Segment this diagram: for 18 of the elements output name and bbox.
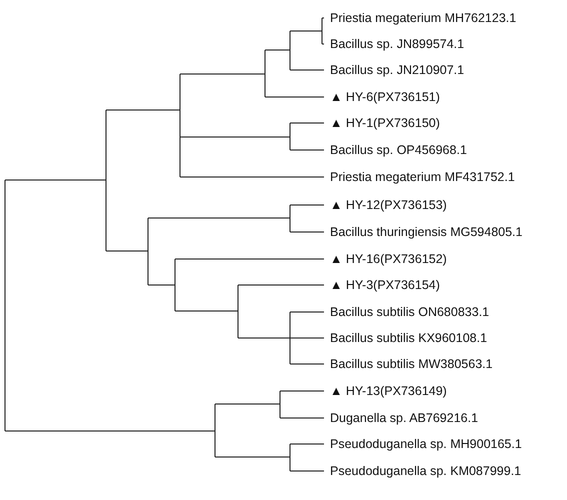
- taxon-label: ▲ HY-13(PX736149): [330, 384, 447, 398]
- taxon-label: Pseudoduganella sp. KM087999.1: [330, 464, 522, 478]
- taxon-label: Priestia megaterium MH762123.1: [330, 11, 516, 25]
- taxon-label: ▲ HY-6(PX736151): [330, 90, 440, 104]
- taxon-label: Duganella sp. AB769216.1: [330, 411, 478, 425]
- taxon-label: Bacillus sp. OP456968.1: [330, 143, 467, 157]
- taxon-label: Bacillus sp. JN899574.1: [330, 37, 464, 51]
- taxon-label: Bacillus subtilis ON680833.1: [330, 305, 490, 319]
- taxon-label: Bacillus subtilis MW380563.1: [330, 357, 493, 371]
- taxon-label: Bacillus sp. JN210907.1: [330, 63, 464, 77]
- taxon-label: ▲ HY-1(PX736150): [330, 116, 440, 130]
- taxon-label: ▲ HY-16(PX736152): [330, 252, 447, 266]
- taxon-label: Bacillus thuringiensis MG594805.1: [330, 225, 522, 239]
- taxon-label: Bacillus subtilis KX960108.1: [330, 331, 488, 345]
- taxon-label: Pseudoduganella sp. MH900165.1: [330, 437, 522, 451]
- taxon-label: ▲ HY-3(PX736154): [330, 278, 440, 292]
- taxon-label: ▲ HY-12(PX736153): [330, 198, 447, 212]
- taxon-label: Priestia megaterium MF431752.1: [330, 170, 515, 184]
